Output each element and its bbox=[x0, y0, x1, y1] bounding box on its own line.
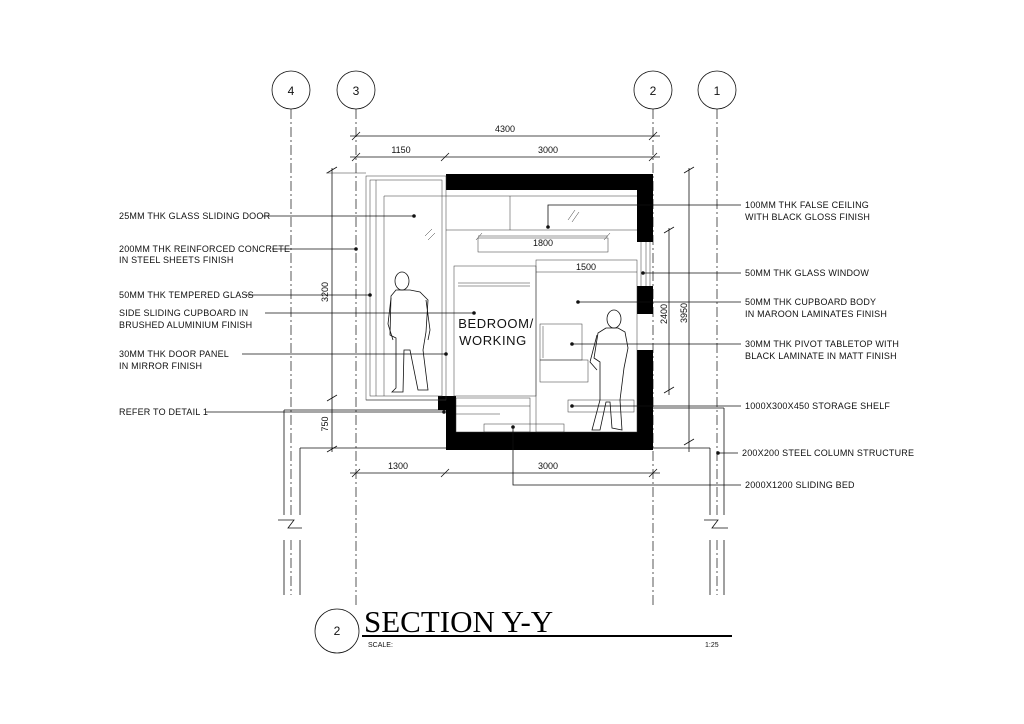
note-detail: REFER TO DETAIL 1 bbox=[119, 407, 208, 417]
grid-line-4: 4 bbox=[271, 70, 311, 595]
left-annotations: 25MM THK GLASS SLIDING DOOR 200MM THK RE… bbox=[119, 211, 476, 417]
section-title: SECTION Y-Y bbox=[364, 604, 553, 639]
grid-line-3: 3 bbox=[336, 70, 376, 605]
glass-window bbox=[640, 242, 651, 286]
svg-text:2400: 2400 bbox=[659, 304, 669, 324]
note-window: 50MM THK GLASS WINDOW bbox=[745, 268, 869, 278]
grid-label-2: 2 bbox=[650, 84, 657, 98]
interior: 1800 1500 bbox=[446, 195, 638, 433]
svg-text:1500: 1500 bbox=[576, 262, 596, 272]
dimension-right: 2400 3950 bbox=[659, 166, 695, 452]
glass-sliding-door bbox=[365, 175, 447, 401]
dimension-left: 3200 750 bbox=[320, 166, 366, 453]
grid-label-4: 4 bbox=[288, 84, 295, 98]
note-concrete-1: 200MM THK REINFORCED CONCRETE bbox=[119, 244, 290, 254]
note-cupboard-2: BRUSHED ALUMINIUM FINISH bbox=[119, 320, 252, 330]
note-tempered: 50MM THK TEMPERED GLASS bbox=[119, 290, 254, 300]
concrete-shell bbox=[438, 174, 653, 450]
svg-text:3000: 3000 bbox=[538, 461, 558, 471]
scale-value: 1:25 bbox=[705, 642, 719, 649]
svg-text:4300: 4300 bbox=[495, 124, 515, 134]
svg-text:3000: 3000 bbox=[538, 145, 558, 155]
dimension-top-total: 4300 bbox=[350, 124, 660, 141]
scale-label: SCALE: bbox=[368, 642, 393, 649]
room-label-line2: WORKING bbox=[459, 333, 527, 348]
note-ceiling-1: 100MM THK FALSE CEILING bbox=[745, 200, 869, 210]
note-shelf: 1000X300X450 STORAGE SHELF bbox=[745, 401, 890, 411]
grid-label-3: 3 bbox=[353, 84, 360, 98]
note-bed: 2000X1200 SLIDING BED bbox=[745, 480, 855, 490]
note-ceiling-2: WITH BLACK GLOSS FINISH bbox=[745, 212, 870, 222]
note-cupboard-1: SIDE SLIDING CUPBOARD IN bbox=[119, 308, 248, 318]
human-figure-left bbox=[387, 271, 431, 393]
svg-text:1150: 1150 bbox=[391, 145, 410, 155]
dimension-bottom: 1300 3000 bbox=[350, 461, 660, 478]
note-tabletop-1: 30MM THK PIVOT TABLETOP WITH bbox=[745, 339, 899, 349]
title-block: 2 SECTION Y-Y SCALE: 1:25 bbox=[314, 604, 732, 654]
grid-label-1: 1 bbox=[714, 84, 721, 98]
svg-text:750: 750 bbox=[320, 416, 330, 431]
note-tabletop-2: BLACK LAMINATE IN MATT FINISH bbox=[745, 351, 897, 361]
svg-text:3950: 3950 bbox=[679, 303, 689, 323]
note-glass-door: 25MM THK GLASS SLIDING DOOR bbox=[119, 211, 271, 221]
grid-line-1: 1 bbox=[697, 70, 737, 595]
svg-text:1300: 1300 bbox=[388, 461, 408, 471]
title-number: 2 bbox=[334, 624, 341, 638]
right-annotations: 100MM THK FALSE CEILING WITH BLACK GLOSS… bbox=[511, 200, 914, 490]
base-slab bbox=[278, 407, 728, 595]
svg-text:3200: 3200 bbox=[320, 282, 330, 302]
note-door-panel-2: IN MIRROR FINISH bbox=[119, 361, 202, 371]
note-door-panel-1: 30MM THK DOOR PANEL bbox=[119, 349, 229, 359]
note-body-1: 50MM THK CUPBOARD BODY bbox=[745, 297, 876, 307]
note-concrete-2: IN STEEL SHEETS FINISH bbox=[119, 255, 234, 265]
note-body-2: IN MAROON LAMINATES FINISH bbox=[745, 309, 887, 319]
note-column: 200X200 STEEL COLUMN STRUCTURE bbox=[742, 448, 914, 458]
svg-text:1800: 1800 bbox=[533, 238, 553, 248]
grid-line-2: 2 bbox=[633, 70, 673, 605]
dimension-top-split: 1150 3000 bbox=[350, 145, 660, 162]
room-label-line1: BEDROOM/ bbox=[458, 316, 534, 331]
